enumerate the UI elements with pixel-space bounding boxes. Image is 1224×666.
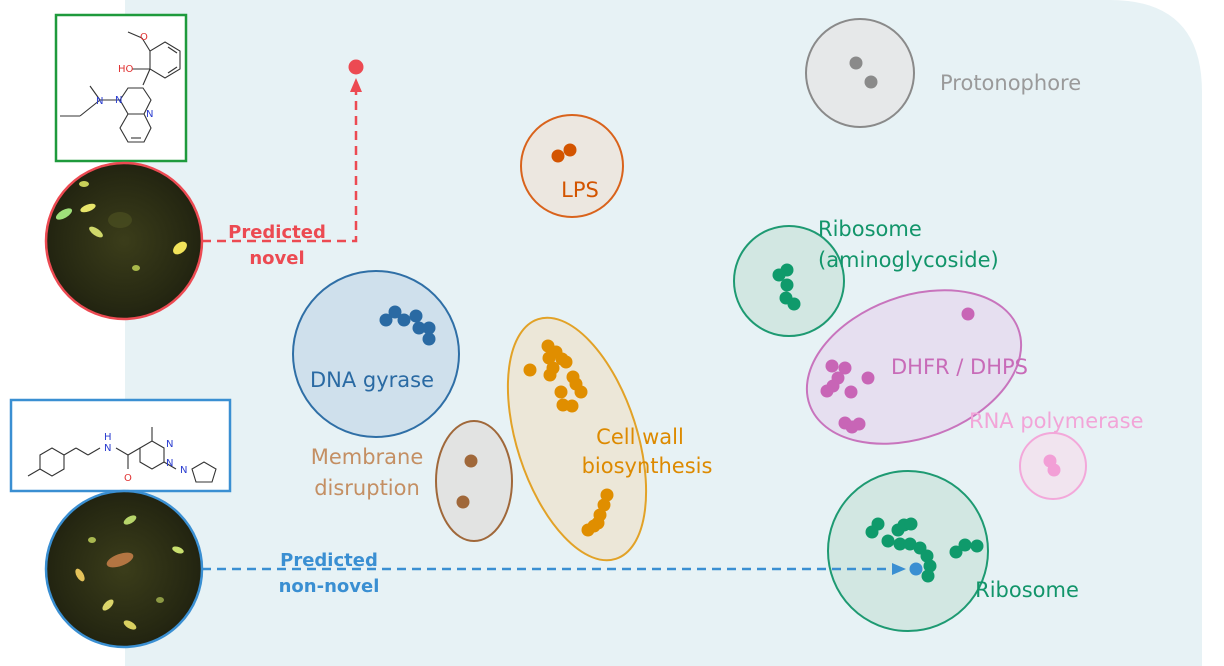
compound-point — [864, 75, 878, 89]
compound-point — [865, 525, 879, 539]
microscopy-image-top — [44, 161, 204, 321]
cluster-ribosome-aminoglycoside-label: Ribosome — [818, 217, 922, 241]
compound-point — [861, 371, 875, 385]
atom-label: N — [115, 95, 122, 106]
compound-point — [523, 363, 537, 377]
compound-point — [844, 385, 858, 399]
cluster-ribosome: Ribosome — [827, 470, 1079, 632]
compound-point — [881, 534, 895, 548]
atom-label: O — [140, 32, 148, 43]
cluster-membrane-disruption-label: Membrane — [311, 445, 424, 469]
molecule-frame — [54, 13, 188, 163]
atom-label: HO — [118, 64, 134, 75]
cluster-protonophore: Protonophore — [805, 18, 1081, 128]
compound-point — [970, 539, 984, 553]
compound-point — [551, 149, 565, 163]
compound-point — [903, 537, 917, 551]
cluster-cell-wall-label: biosynthesis — [582, 454, 713, 478]
atom-label: N — [166, 439, 173, 450]
compound-point — [958, 538, 972, 552]
atom-label: N — [166, 458, 173, 469]
compound-point — [543, 368, 557, 382]
cluster-cell-wall-label: Cell wall — [596, 425, 684, 449]
predicted-non-novel-arrow — [202, 562, 923, 576]
compound-point — [904, 517, 918, 531]
compound-point — [456, 495, 470, 509]
predicted-non-novel-label: non-novel — [279, 576, 380, 597]
compound-point — [554, 385, 568, 399]
compound-point — [920, 549, 934, 563]
cluster-rna-polymerase-label: RNA polymerase — [969, 409, 1144, 433]
atom-label: O — [124, 473, 132, 484]
compound-point — [852, 417, 866, 431]
cluster-membrane-disruption-label: disruption — [314, 476, 420, 500]
compound-point — [542, 351, 556, 365]
cluster-membrane-disruption: Membrane disruption — [311, 420, 513, 542]
compound-point — [388, 305, 402, 319]
compound-point — [949, 545, 963, 559]
compound-point — [820, 384, 834, 398]
compound-point — [574, 385, 588, 399]
compound-point — [825, 359, 839, 373]
novel-compound-point — [348, 59, 364, 75]
compound-point — [1047, 463, 1061, 477]
cluster-lps: LPS — [520, 114, 624, 218]
compound-point — [563, 143, 577, 157]
atom-label: N — [180, 465, 187, 476]
molecule-structure-top: O HO N N N — [54, 13, 188, 163]
cluster-lps-boundary — [520, 114, 624, 218]
cluster-rna-polymerase: RNA polymerase — [969, 409, 1144, 500]
cluster-protonophore-label: Protonophore — [940, 71, 1081, 95]
compound-point — [412, 321, 426, 335]
compound-point — [559, 355, 573, 369]
compound-point — [379, 313, 393, 327]
predicted-non-novel-label: Predicted — [280, 550, 378, 571]
predicted-novel-label: novel — [249, 248, 304, 269]
compound-point — [780, 278, 794, 292]
cluster-ribosome-label: Ribosome — [975, 578, 1079, 602]
compound-point — [961, 307, 975, 321]
compound-point — [397, 313, 411, 327]
molecule-frame — [9, 398, 232, 493]
cluster-lps-label: LPS — [561, 178, 599, 202]
compound-point — [600, 488, 614, 502]
cluster-membrane-disruption-boundary — [435, 420, 513, 542]
predicted-novel-label: Predicted — [228, 222, 326, 243]
atom-label: N — [96, 96, 103, 107]
compound-point — [849, 56, 863, 70]
cluster-ribosome-aminoglycoside: Ribosome (aminoglycoside) — [733, 217, 999, 337]
molecule-structure-bottom: N H O N N N — [9, 398, 232, 493]
cluster-ribosome-boundary — [827, 470, 989, 632]
cluster-dhfr-dhps-boundary — [805, 289, 1023, 445]
compound-point — [597, 498, 611, 512]
compound-point — [838, 361, 852, 375]
non-novel-compound-point — [909, 562, 923, 576]
microscopy-image-bottom — [44, 489, 204, 649]
compound-point — [923, 559, 937, 573]
predicted-novel-arrow — [202, 59, 364, 243]
cluster-dna-gyrase-boundary — [292, 270, 460, 438]
cluster-cell-wall-biosynthesis: Cell wall biosynthesis — [506, 316, 713, 562]
atom-label: H — [104, 432, 112, 443]
compound-point — [409, 309, 423, 323]
compound-point — [787, 297, 801, 311]
cluster-ribosome-aminoglycoside-label: (aminoglycoside) — [818, 248, 999, 272]
cluster-dhfr-dhps: DHFR / DHPS — [805, 289, 1028, 445]
compound-point — [581, 523, 595, 537]
atom-label: N — [146, 109, 153, 120]
compound-point — [772, 268, 786, 282]
cluster-dna-gyrase-label: DNA gyrase — [310, 368, 434, 392]
cluster-protonophore-boundary — [805, 18, 915, 128]
cluster-dna-gyrase: DNA gyrase — [292, 270, 460, 438]
compound-point — [422, 332, 436, 346]
compound-point — [422, 321, 436, 335]
cluster-dhfr-dhps-label: DHFR / DHPS — [891, 355, 1028, 379]
compound-point — [565, 399, 579, 413]
compound-point — [921, 569, 935, 583]
compound-point — [464, 454, 478, 468]
compound-point — [893, 537, 907, 551]
atom-label: N — [104, 443, 111, 454]
